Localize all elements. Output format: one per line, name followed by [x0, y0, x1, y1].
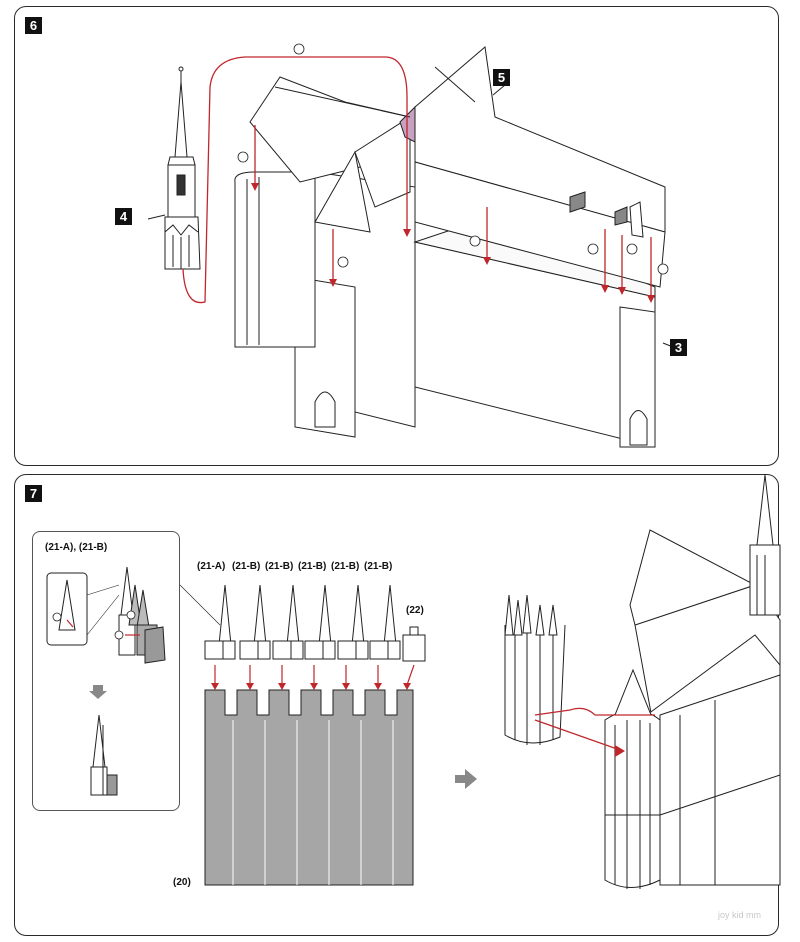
part-3-badge: 3 — [670, 339, 687, 356]
spire-part-4 — [164, 66, 201, 270]
door-right — [629, 410, 648, 446]
spire-tab-4 — [304, 584, 336, 660]
tab-label-3: (21-B) — [265, 561, 294, 572]
spired-cylinder — [504, 594, 566, 745]
part-4-badge: 4 — [115, 208, 132, 225]
part-22-tab — [402, 626, 426, 662]
wall-strip-folds — [232, 720, 394, 885]
apse-cylinder — [234, 171, 316, 348]
final-building — [604, 474, 781, 889]
step-7-panel: 7 (21-A), (21-B) — [14, 474, 781, 936]
spire-tab-6 — [369, 584, 401, 660]
spire-tab-3 — [272, 584, 304, 660]
part-22-label: (22) — [406, 605, 424, 616]
step-6-diagram — [147, 43, 674, 448]
roof-right-face — [414, 161, 666, 288]
spire-tab-5 — [337, 584, 369, 660]
step-7-diagram — [46, 474, 781, 889]
roof-gable-left — [314, 150, 371, 233]
tab-label-5: (21-B) — [331, 561, 360, 572]
spire-tabs — [204, 584, 426, 662]
step-7-badge: 7 — [25, 485, 42, 502]
next-arrow — [455, 769, 477, 789]
spire-tab-1 — [204, 584, 236, 660]
part-20-label: (20) — [173, 877, 191, 888]
inset-title: (21-A), (21-B) — [45, 542, 108, 553]
wall-strip-part-20 — [204, 689, 414, 886]
tab-label-6: (21-B) — [364, 561, 393, 572]
roof-center — [354, 116, 411, 208]
watermark: joy kid mm — [718, 910, 762, 920]
door-left — [314, 391, 336, 428]
tower-right-base — [619, 306, 656, 448]
step-6-panel: 6 — [14, 6, 779, 466]
part-5-badge: 5 — [493, 69, 510, 86]
tab-label-4: (21-B) — [298, 561, 327, 572]
step-6-badge: 6 — [25, 17, 42, 34]
tab-label-1: (21-A) — [197, 561, 226, 572]
tab-label-2: (21-B) — [232, 561, 261, 572]
circled-step-markers — [237, 43, 669, 275]
spire-tab-2 — [239, 584, 271, 660]
